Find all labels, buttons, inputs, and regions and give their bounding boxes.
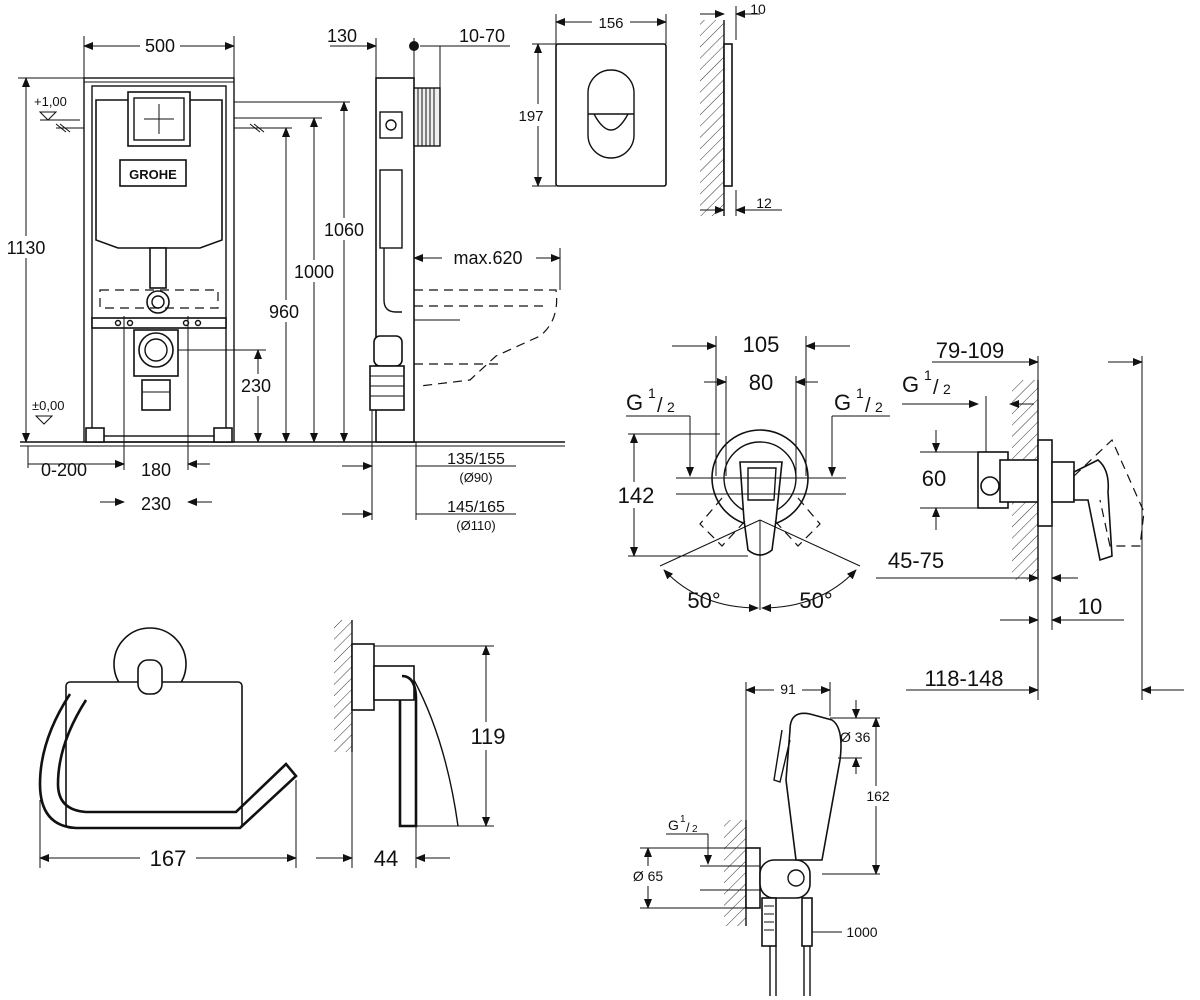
dim-130: 130: [327, 26, 357, 46]
dim-mixer-80: 80: [749, 370, 773, 395]
dim-frame-height: 1130: [7, 238, 46, 258]
dim-230-bottom: 230: [141, 494, 171, 514]
dim-max620: max.620: [453, 248, 522, 268]
dim-mixer-60: 60: [922, 466, 946, 491]
dim-plate-10: 10: [750, 1, 766, 17]
dim-d90: (Ø90): [459, 470, 492, 485]
thread-side-sup: 1: [924, 367, 932, 383]
thread-side-label: G: [902, 372, 919, 397]
dim-holder-167: 167: [150, 846, 187, 871]
dim-mixer-79-109: 79-109: [936, 338, 1005, 363]
dim-1060: 1060: [324, 220, 364, 240]
dim-mixer-142: 142: [618, 483, 655, 508]
thread-left-sup: 1: [648, 385, 656, 401]
dim-shower-91: 91: [780, 681, 796, 697]
dim-180: 180: [141, 460, 171, 480]
dim-holder-44: 44: [374, 846, 398, 871]
dim-shower-d36: Ø 36: [840, 729, 871, 745]
thread-shower-sub: 2: [692, 824, 698, 835]
thread-shower-slash: /: [686, 820, 690, 835]
paper-holder: 167 119 44: [38, 620, 512, 872]
thread-shower-sup: 1: [680, 814, 686, 825]
thread-left-label: G: [626, 390, 643, 415]
thread-left-slash: /: [657, 395, 663, 417]
dim-135-155: 135/155: [447, 451, 505, 468]
dim-plate-width: 156: [598, 15, 623, 32]
dim-holder-119: 119: [470, 724, 505, 749]
dim-mixer-10: 10: [1078, 594, 1102, 619]
mixer-lever: [739, 461, 783, 556]
dim-d110: (Ø110): [456, 518, 496, 533]
frame-side-view: 130 10-70 max.620 135/155 (Ø90) 145/165 …: [327, 26, 561, 533]
dim-10-70: 10-70: [459, 26, 505, 46]
thread-right-sup: 1: [856, 385, 864, 401]
dim-mixer-105: 105: [743, 332, 780, 357]
mixer-lever-side: [1073, 459, 1113, 562]
flush-plate: 156 197 10 12: [512, 1, 782, 216]
dim-mixer-118-148: 118-148: [924, 666, 1003, 691]
shower-head: [785, 712, 842, 861]
dim-plate-height: 197: [518, 108, 543, 125]
angle-right: 50°: [799, 588, 832, 613]
level-floor: ±0,00: [32, 398, 64, 413]
dim-frame-width: 500: [145, 36, 175, 56]
thread-side-sub: 2: [943, 381, 951, 397]
dim-mixer-45-75: 45-75: [888, 548, 944, 573]
thread-right-sub: 2: [875, 399, 883, 415]
thread-right-slash: /: [865, 395, 871, 417]
brand-logo: GROHE: [129, 167, 177, 182]
mixer-side-view: 79-109 G 1 / 2 60 45-75 10 118-148: [876, 338, 1184, 700]
hygienic-shower: 91 Ø 36 162 G 1 / 2 Ø 65 1000: [630, 680, 892, 996]
dim-shower-162: 162: [866, 788, 890, 804]
mixer-front-view: 105 80 G 1 / 2 G 1 / 2 142 50° 5: [610, 332, 890, 613]
dim-960: 960: [269, 302, 299, 322]
angle-left: 50°: [687, 588, 720, 613]
dim-shower-1000: 1000: [846, 924, 877, 940]
level-top: +1,00: [34, 94, 67, 109]
dim-230: 230: [241, 376, 271, 396]
dim-145-165: 145/165: [447, 499, 505, 516]
thread-side-slash: /: [933, 377, 939, 399]
frame-outline: [83, 77, 235, 443]
thread-shower-label: G: [668, 817, 679, 833]
flush-plate-front: [555, 43, 667, 187]
thread-left-sub: 2: [667, 399, 675, 415]
dim-1000: 1000: [294, 262, 334, 282]
dim-offset: 0-200: [41, 460, 87, 480]
holder-cover: [65, 681, 243, 829]
frame-front-view: GROHE 500 1130 +1,00: [2, 34, 565, 514]
dim-shower-d65: Ø 65: [633, 868, 664, 884]
dim-plate-12: 12: [756, 195, 772, 211]
thread-right-label: G: [834, 390, 851, 415]
